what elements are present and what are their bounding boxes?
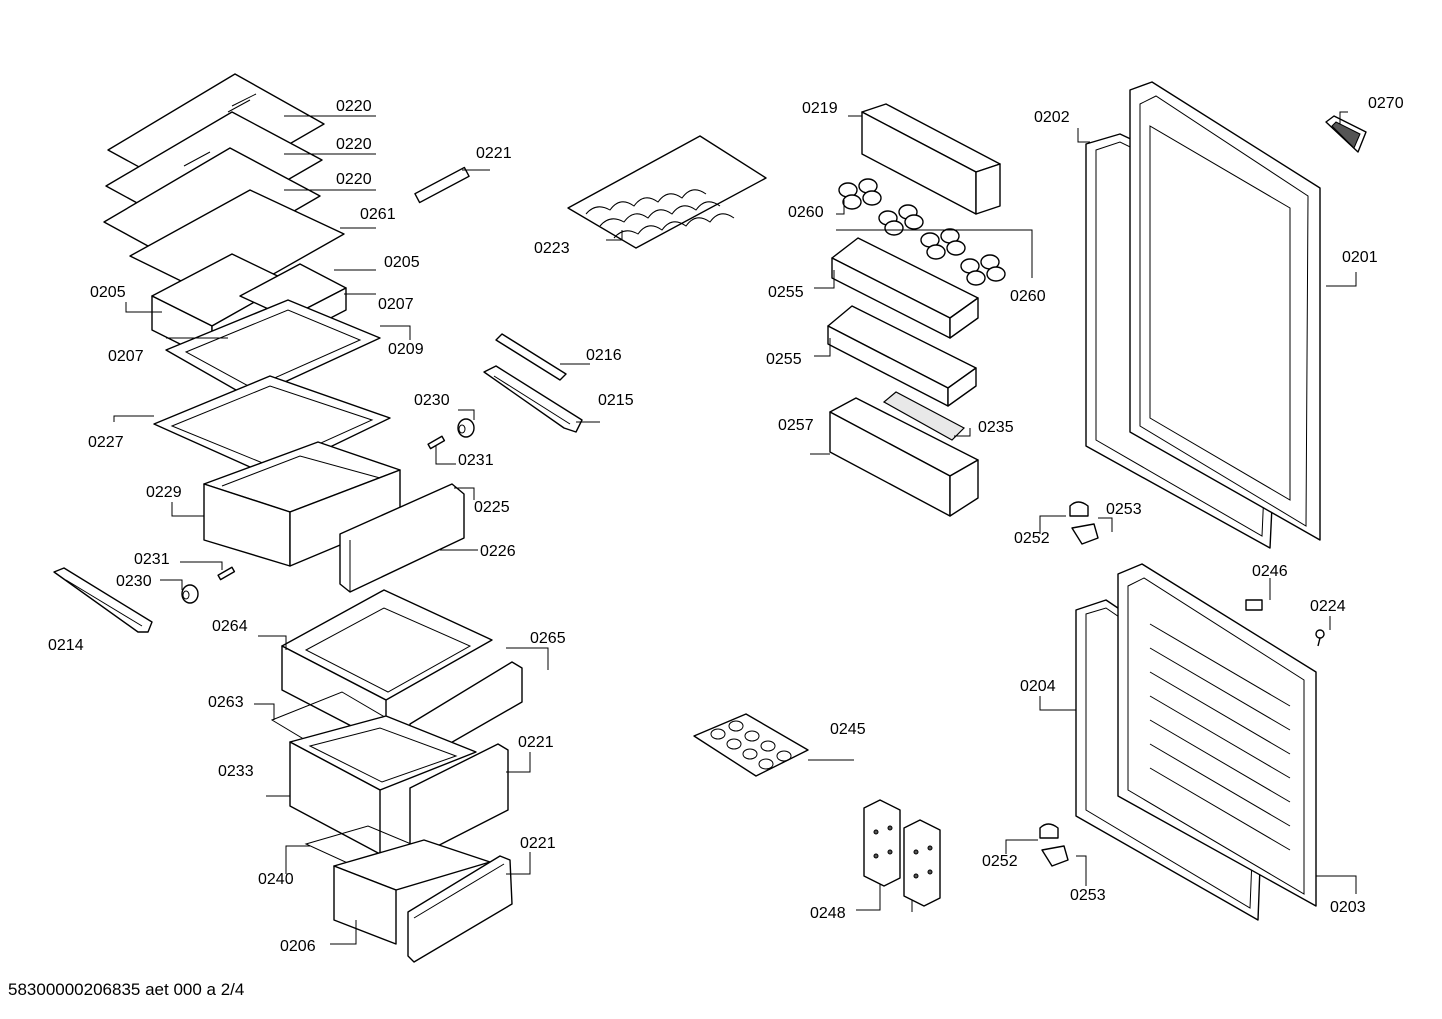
label-0214: 0214 xyxy=(48,637,84,654)
pin-0231-lower xyxy=(217,566,236,581)
cap-0246 xyxy=(1245,599,1263,611)
drawer-0233 xyxy=(289,715,477,855)
label-0220-middle: 0220 xyxy=(336,136,372,153)
rail-0214 xyxy=(53,567,153,633)
label-0219: 0219 xyxy=(802,100,838,117)
label-0205-right: 0205 xyxy=(384,254,420,271)
wine-rack-0223 xyxy=(567,135,767,249)
label-0270: 0270 xyxy=(1368,95,1404,112)
frame-0209 xyxy=(165,299,381,399)
frame-0209-inner xyxy=(184,309,362,389)
label-0255-upper: 0255 xyxy=(768,284,804,301)
label-0260-right: 0260 xyxy=(1010,288,1046,305)
roller-0230 xyxy=(457,418,475,438)
label-0230-lower: 0230 xyxy=(116,573,152,590)
label-0253-lower: 0253 xyxy=(1070,887,1106,904)
label-0252-upper: 0252 xyxy=(1014,530,1050,547)
label-0209: 0209 xyxy=(388,341,424,358)
label-0220-lower: 0220 xyxy=(336,171,372,188)
label-0223: 0223 xyxy=(534,240,570,257)
part-labels: 0220 0220 0220 0261 0221 0205 0205 0207 … xyxy=(48,95,1404,955)
label-0248: 0248 xyxy=(810,905,846,922)
label-0227: 0227 xyxy=(88,434,124,451)
label-0207-right: 0207 xyxy=(378,296,414,313)
label-0203: 0203 xyxy=(1330,899,1366,916)
label-0207-left: 0207 xyxy=(108,348,144,365)
rod-0221 xyxy=(414,166,470,204)
rail-0215 xyxy=(483,365,583,433)
label-0215: 0215 xyxy=(598,392,634,409)
label-0220-top: 0220 xyxy=(336,98,372,115)
label-0204: 0204 xyxy=(1020,678,1056,695)
label-0221-rod: 0221 xyxy=(476,145,512,162)
roller-0230-lower xyxy=(181,584,199,604)
door-bin-0255-lower xyxy=(827,305,977,407)
label-0216: 0216 xyxy=(586,347,622,364)
label-0235: 0235 xyxy=(978,419,1014,436)
label-0252-lower: 0252 xyxy=(982,853,1018,870)
hinge-0252-lower xyxy=(1039,823,1059,839)
label-0201: 0201 xyxy=(1342,249,1378,266)
label-0229: 0229 xyxy=(146,484,182,501)
label-0261: 0261 xyxy=(360,206,396,223)
door-bin-0257 xyxy=(829,397,979,517)
bottle-shelf-0219 xyxy=(861,103,1001,215)
crisper-0229 xyxy=(203,441,401,567)
label-0240: 0240 xyxy=(258,871,294,888)
label-0225: 0225 xyxy=(474,499,510,516)
shelf-frame-0227 xyxy=(153,375,391,477)
egg-tray-0260-left xyxy=(838,178,924,236)
handle-part-0270 xyxy=(1325,115,1367,153)
label-0230-upper: 0230 xyxy=(414,392,450,409)
crisper-front-0226 xyxy=(339,483,465,593)
pin-0231 xyxy=(427,435,446,450)
label-0221-middle: 0221 xyxy=(518,734,554,751)
label-0226: 0226 xyxy=(480,543,516,560)
label-0255-lower: 0255 xyxy=(766,351,802,368)
label-0245: 0245 xyxy=(830,721,866,738)
label-0231-lower: 0231 xyxy=(134,551,170,568)
label-0265: 0265 xyxy=(530,630,566,647)
rail-0216 xyxy=(495,333,567,381)
hinge-0253-lower xyxy=(1041,845,1069,867)
label-0264: 0264 xyxy=(212,618,248,635)
leader-lines xyxy=(113,111,1357,945)
label-0260-left: 0260 xyxy=(788,204,824,221)
door-bin-0255-upper xyxy=(831,237,979,339)
document-id-footer: 58300000206835 aet 000 a 2/4 xyxy=(8,980,245,999)
bottle-divider-0235 xyxy=(882,391,965,441)
label-0233: 0233 xyxy=(218,763,254,780)
label-0206: 0206 xyxy=(280,938,316,955)
label-0257: 0257 xyxy=(778,417,814,434)
label-0253-upper: 0253 xyxy=(1106,501,1142,518)
label-0221-lower: 0221 xyxy=(520,835,556,852)
cold-pack-0248-right xyxy=(903,819,941,907)
label-0231-upper: 0231 xyxy=(458,452,494,469)
ice-cube-tray-0245 xyxy=(693,713,809,777)
fridge-door-0201 xyxy=(1129,81,1321,541)
hinge-0252-upper xyxy=(1069,501,1089,517)
cold-pack-0248-left xyxy=(863,799,901,887)
label-0202: 0202 xyxy=(1034,109,1070,126)
drawer-front-0221-lower xyxy=(407,855,513,963)
label-0246: 0246 xyxy=(1252,563,1288,580)
label-0224: 0224 xyxy=(1310,598,1346,615)
label-0263: 0263 xyxy=(208,694,244,711)
hinge-0253-upper xyxy=(1071,523,1099,545)
label-0205-left: 0205 xyxy=(90,284,126,301)
freezer-door-0203 xyxy=(1117,563,1317,907)
egg-tray-0260-right xyxy=(920,228,1006,286)
screw-0224 xyxy=(1315,629,1325,647)
